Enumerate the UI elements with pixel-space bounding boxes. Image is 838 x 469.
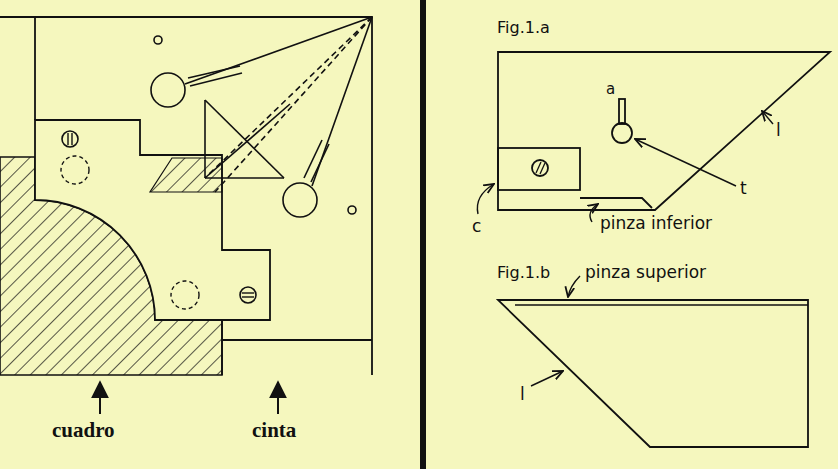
small-hole xyxy=(154,36,162,44)
screw-slot xyxy=(242,292,254,293)
tape-edge xyxy=(222,339,372,341)
hatch-patch xyxy=(150,158,222,192)
screw-slot xyxy=(67,133,68,145)
upper-plate xyxy=(0,17,372,375)
label-arrows xyxy=(100,382,278,414)
spring xyxy=(311,144,329,182)
jaw-block xyxy=(498,148,580,190)
callout-letter: l xyxy=(776,122,781,139)
tape-edge xyxy=(221,320,223,375)
leader-line xyxy=(568,276,580,297)
leader-line xyxy=(762,111,773,124)
upper-jaw-outline xyxy=(498,300,808,447)
hidden-hole xyxy=(171,281,199,309)
leader-line xyxy=(590,204,598,222)
panel-divider xyxy=(420,0,426,469)
lever xyxy=(312,17,372,186)
keyhole-slot xyxy=(619,99,625,124)
linkage xyxy=(205,177,284,179)
part-label: pinza inferior xyxy=(600,215,712,232)
screw-slot xyxy=(536,162,541,173)
upper-plate-outline xyxy=(0,17,372,375)
screw xyxy=(240,287,256,303)
callout-letter: l xyxy=(520,386,525,403)
pointer-arrow xyxy=(99,382,101,414)
hidden-line xyxy=(215,17,372,192)
part-label: pinza superior xyxy=(585,264,706,281)
lower-jaw-lip xyxy=(580,198,652,208)
small-hole xyxy=(348,206,356,214)
keyhole xyxy=(612,123,632,143)
pin xyxy=(283,183,317,217)
hidden-hole xyxy=(61,156,89,184)
upper-plate-edge xyxy=(34,17,36,120)
pin xyxy=(151,73,185,107)
lever xyxy=(185,17,372,84)
part-label: cuadro xyxy=(52,420,115,441)
screw xyxy=(62,131,78,147)
figure-label: Fig.1.a xyxy=(497,20,550,36)
fig-1b xyxy=(498,276,808,447)
callout-letter: a xyxy=(606,82,615,97)
spring xyxy=(304,140,322,178)
screw xyxy=(532,160,548,176)
leader-line xyxy=(531,371,563,386)
figure-label: Fig.1.b xyxy=(497,265,550,281)
hidden-line xyxy=(205,17,372,178)
leader-line xyxy=(477,184,494,214)
pointer-arrow xyxy=(277,382,279,414)
callout-letter: c xyxy=(472,218,481,235)
screw-slot xyxy=(242,296,254,297)
part-label: cinta xyxy=(252,420,296,441)
upper-jaw-lip xyxy=(515,304,808,305)
leader-line xyxy=(635,139,736,186)
lower-jaw-outline xyxy=(498,52,830,210)
mechanism xyxy=(151,17,372,217)
callout-letter: t xyxy=(740,180,747,197)
linkage xyxy=(205,104,290,178)
spring xyxy=(190,73,242,86)
fig-1a xyxy=(477,52,830,222)
screw-slot xyxy=(71,133,72,145)
screw-slot xyxy=(540,163,545,174)
linkage xyxy=(204,100,206,178)
